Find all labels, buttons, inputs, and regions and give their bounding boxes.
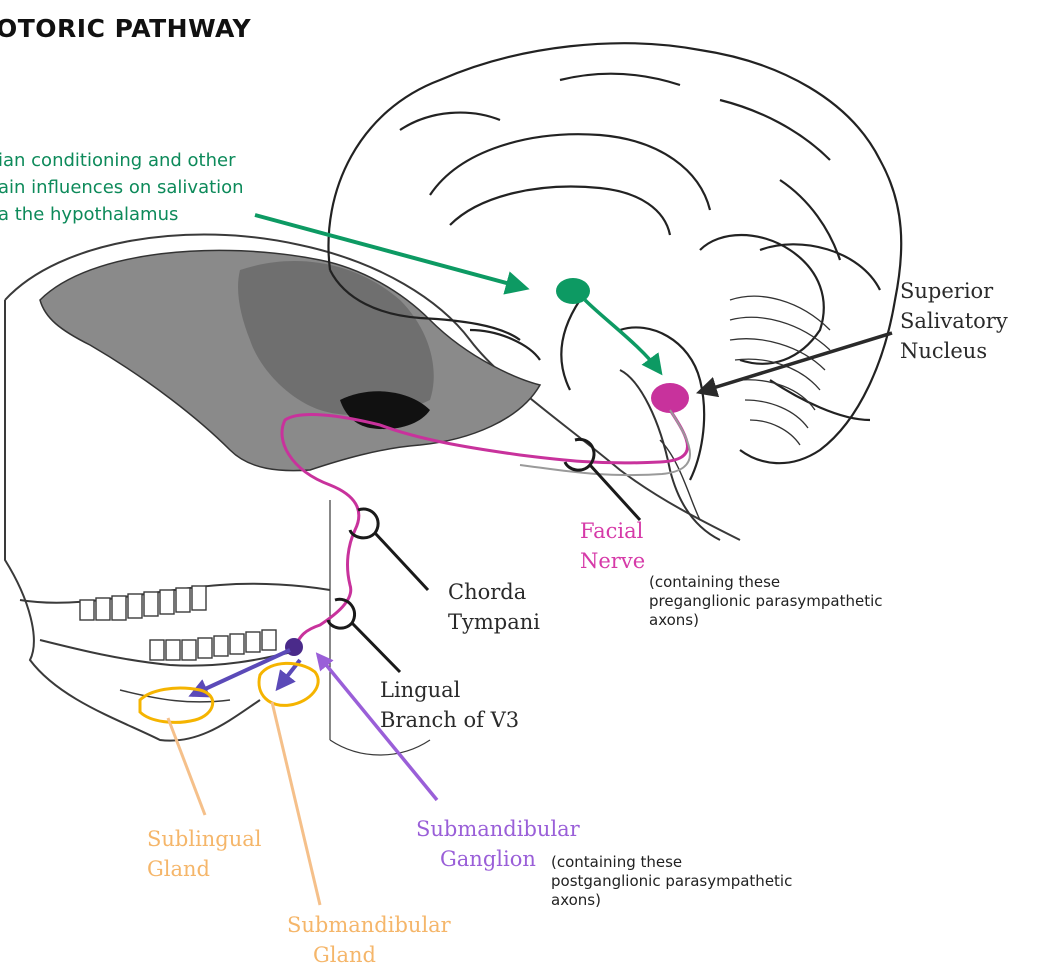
hypothalamus-note: ian conditioning and other ain influence… (0, 147, 244, 228)
submandibular-gland-line-2: Gland (287, 940, 451, 970)
facial-nerve-grey (520, 410, 690, 475)
ganglion-note-line-3: axons) (551, 891, 792, 910)
facial-nerve-note-line-1: (containing these (649, 573, 883, 592)
submandibular-gland-line-1: Submandibular (287, 910, 451, 940)
lingual-branch-line-1: Lingual (380, 675, 519, 705)
hypothalamus-note-line-1: ian conditioning and other (0, 147, 244, 174)
sublingual-gland-outline (140, 688, 213, 722)
submandibular-ganglion-dot (285, 638, 303, 656)
hypothalamus-to-ssn-arrow (585, 300, 660, 372)
submandibular-ganglion-line-1: Submandibular (416, 814, 580, 844)
ssn-line-2: Salivatory (900, 306, 1008, 336)
sublingual-pointer (168, 718, 205, 815)
lingual-branch-line-2: Branch of V3 (380, 705, 519, 735)
sublingual-gland-line-1: Sublingual (147, 824, 262, 854)
facial-nerve-note: (containing these preganglionic parasymp… (649, 573, 883, 630)
ganglion-note-line-2: postganglionic parasympathetic (551, 872, 792, 891)
superior-salivatory-nucleus-dot (651, 383, 689, 413)
page-title: OTORIC PATHWAY (0, 14, 251, 43)
hypothalamus-note-line-3: a the hypothalamus (0, 201, 244, 228)
label-sublingual-gland: Sublingual Gland (147, 824, 262, 884)
ganglion-note-line-1: (containing these (551, 853, 792, 872)
facial-nerve-line-1: Facial (580, 516, 645, 546)
facial-nerve-note-line-3: axons) (649, 611, 883, 630)
hypothalamus-note-line-2: ain influences on salivation (0, 174, 244, 201)
ssn-pointer-arrow (700, 333, 892, 392)
sublingual-gland-line-2: Gland (147, 854, 262, 884)
chorda-tympani-line-2: Tympani (448, 607, 540, 637)
label-chorda-tympani: Chorda Tympani (448, 577, 540, 637)
chorda-tympani-line-1: Chorda (448, 577, 540, 607)
submandibular-ganglion-note: (containing these postganglionic parasym… (551, 853, 792, 910)
submandibular-gland-outline (259, 663, 318, 705)
submandibular-pointer (272, 702, 320, 905)
facial-nerve-note-line-2: preganglionic parasympathetic (649, 592, 883, 611)
teeth (80, 586, 276, 660)
ssn-line-1: Superior (900, 276, 1008, 306)
ssn-line-3: Nucleus (900, 336, 1008, 366)
facial-nerve-line-2: Nerve (580, 546, 645, 576)
cerebellum (730, 296, 830, 445)
label-lingual-branch: Lingual Branch of V3 (380, 675, 519, 735)
label-facial-nerve: Facial Nerve (580, 516, 645, 576)
label-superior-salivatory-nucleus: Superior Salivatory Nucleus (900, 276, 1008, 366)
label-submandibular-gland: Submandibular Gland (287, 910, 451, 970)
